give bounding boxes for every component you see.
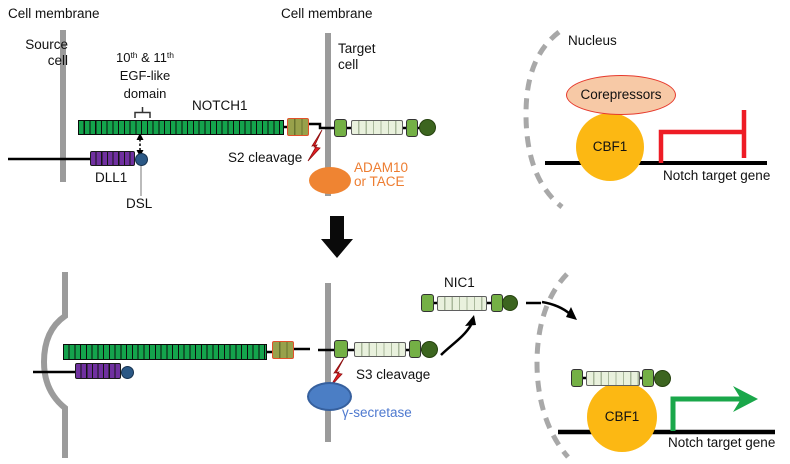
s3-cleavage-label: S3 cleavage <box>356 367 431 382</box>
notch1-label: NOTCH1 <box>192 98 248 113</box>
notch1-lnr-segment-bottom <box>272 341 294 359</box>
nic1-ram-domain <box>421 294 434 312</box>
inhibition-arrow <box>658 129 744 163</box>
dll1-bar-bottom <box>75 363 121 379</box>
notch1-pest-domain-bottom <box>421 341 438 358</box>
notch1-ankyrin-repeat-bar-bottom <box>354 342 406 357</box>
notch-target-gene-label-top: Notch target gene <box>663 168 771 183</box>
notch1-lnr-segment <box>287 118 309 136</box>
corepressors-label: Corepressors <box>580 87 662 102</box>
nic1-release-arrowhead-icon <box>465 315 476 326</box>
dsl-domain-circle <box>134 152 148 166</box>
dll1-bar <box>90 151 135 166</box>
down-arrow-icon <box>321 216 353 258</box>
cell-membrane-label-left: Cell membrane <box>8 6 100 21</box>
egf-domain-bracket <box>134 107 151 118</box>
nic1-pest-domain-nucleus <box>654 370 671 387</box>
nic1-release-arrow <box>440 324 473 356</box>
dsl-label: DSL <box>126 196 153 211</box>
dsl-domain-circle-bottom <box>121 365 134 379</box>
nic1-ankyrin-repeat-bar <box>437 296 487 311</box>
notch1-tad-domain-bottom <box>409 340 421 358</box>
dll1-label: DLL1 <box>95 170 128 185</box>
transcription-arrowhead-icon <box>733 386 758 412</box>
nic1-ankyrin-repeat-bar-nucleus <box>586 371 640 386</box>
gamma-secretase-label: γ-secretase <box>342 405 412 420</box>
cbf1-label-bottom: CBF1 <box>604 409 640 424</box>
notch1-egf-repeat-bar <box>78 120 284 135</box>
nucleus-boundary-top <box>523 30 564 209</box>
notch1-ankyrin-repeat-bar <box>351 120 403 135</box>
s2-cleavage-label: S2 cleavage <box>228 150 303 165</box>
cbf1-circle-bottom: CBF1 <box>587 382 657 452</box>
nuclear-import-arrow <box>541 300 571 315</box>
cell-membrane-label-right: Cell membrane <box>281 6 373 21</box>
source-cell-label: Source cell <box>25 37 68 68</box>
nic1-ram-domain-nucleus <box>571 369 583 387</box>
cbf1-label-top: CBF1 <box>592 139 628 154</box>
egf-line2: EGF-like <box>119 68 171 83</box>
egf-sup2: th <box>166 50 175 60</box>
transcription-arrow <box>670 396 742 431</box>
egf-line3: domain <box>123 86 167 101</box>
notch1-pest-domain <box>419 119 436 136</box>
nic1-label: NIC1 <box>444 275 475 290</box>
interaction-arrowhead-up-icon <box>136 133 144 140</box>
notch1-ram-domain <box>334 119 347 137</box>
nic1-tad-domain-nucleus <box>642 369 654 387</box>
s2-cleavage-bolt-icon <box>307 129 323 162</box>
egf-mid: & 11 <box>137 50 167 65</box>
adam10-tace-label: ADAM10 or TACE <box>354 160 409 189</box>
target-cell-label: Target cell <box>338 41 376 72</box>
gamma-secretase-ellipse <box>307 382 352 411</box>
adam10-ellipse <box>309 167 351 194</box>
nic1-pest-domain <box>501 295 518 311</box>
egf-num1: 10 <box>115 50 131 65</box>
notch1-tad-domain <box>406 119 418 137</box>
nucleus-label: Nucleus <box>568 33 617 48</box>
source-cell-membrane-invagination <box>40 272 68 458</box>
nucleus-boundary-bottom <box>534 272 570 459</box>
notch1-egf-repeat-bar-bottom <box>63 344 267 360</box>
corepressors-ellipse: Corepressors <box>566 75 676 115</box>
notch1-ram-domain-bottom <box>334 340 348 358</box>
egf-sup1: th <box>130 50 138 60</box>
notch-target-gene-label-bottom: Notch target gene <box>668 435 776 450</box>
nuclear-import-arrowhead-icon <box>566 307 577 320</box>
cbf1-circle-top: CBF1 <box>576 113 644 181</box>
